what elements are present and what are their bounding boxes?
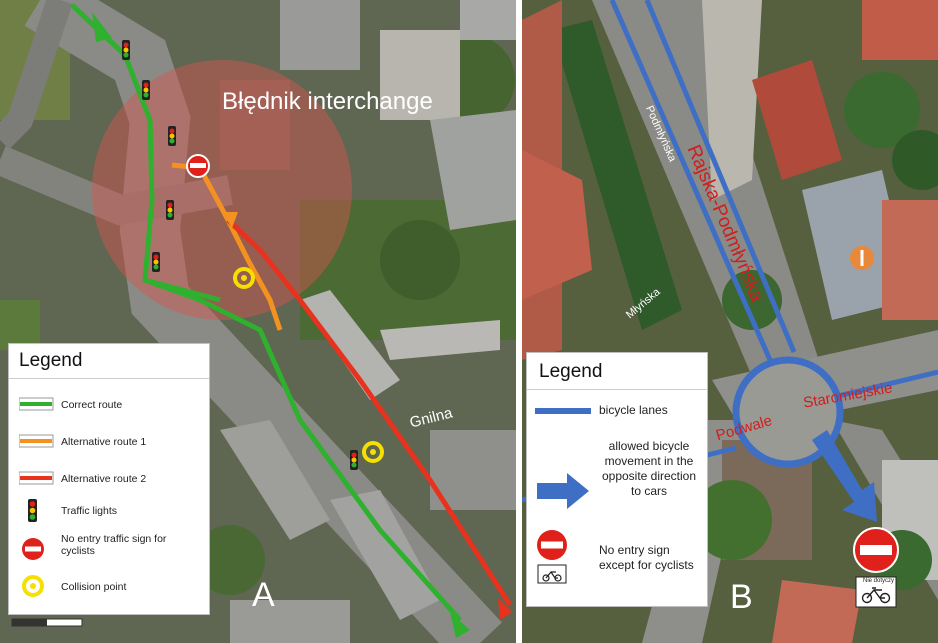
legend-label: Collision point bbox=[61, 581, 127, 593]
legend-item-traffic-lights: Traffic lights bbox=[9, 496, 209, 526]
traffic-light-icon bbox=[152, 252, 160, 272]
traffic-light-icon bbox=[122, 40, 130, 60]
panel-letter-b: B bbox=[730, 578, 753, 616]
bicycle-icon bbox=[861, 587, 891, 604]
bicycle-lane bbox=[609, 0, 773, 362]
legend-item-correct-route: Correct route bbox=[9, 390, 209, 420]
blue-line-icon bbox=[535, 408, 591, 414]
collision-point-icon bbox=[233, 267, 255, 289]
legend-item-collision-point: Collision point bbox=[9, 572, 209, 602]
aerial-map-a bbox=[0, 0, 516, 643]
legend-item-alternative-route-1: Alternative route 1 bbox=[9, 427, 209, 457]
legend-label: Alternative route 2 bbox=[61, 473, 147, 485]
legend-title: Legend bbox=[9, 344, 209, 379]
restaurant-pin-icon bbox=[850, 246, 874, 270]
no-entry-except-cyclists-icon bbox=[537, 530, 567, 584]
roundabout bbox=[732, 356, 844, 468]
legend-label: Correct route bbox=[61, 399, 123, 411]
legend-label: bicycle lanes bbox=[599, 403, 668, 417]
traffic-light-icon bbox=[28, 499, 37, 522]
sign-caption: Nie dotyczy bbox=[863, 578, 895, 584]
route-arrow-icon bbox=[450, 612, 470, 638]
bicycle-lane bbox=[644, 0, 797, 353]
legend-a: Legend Correct route Alternative route 1… bbox=[8, 343, 210, 615]
legend-label: No entry traffic sign for cyclists bbox=[61, 533, 167, 557]
route-arrow-icon bbox=[222, 212, 238, 228]
orange-line-icon bbox=[19, 434, 54, 448]
map-panel-a[interactable]: Błędnik interchange Gnilna 30 m A Legend… bbox=[0, 0, 516, 643]
route-arrow-icon bbox=[498, 598, 512, 620]
no-entry-icon bbox=[22, 538, 44, 560]
legend-item-no-entry: No entry traffic sign for cyclists bbox=[9, 530, 209, 570]
no-entry-except-cyclists-icon bbox=[853, 527, 899, 608]
legend-label: allowed bicycle movement in the opposite… bbox=[601, 439, 697, 498]
legend-label: Traffic lights bbox=[61, 505, 118, 517]
traffic-light-icon bbox=[166, 200, 174, 220]
legend-item-alternative-route-2: Alternative route 2 bbox=[9, 464, 209, 494]
no-entry-icon bbox=[186, 154, 210, 178]
scale-label: 30 m bbox=[58, 620, 72, 626]
traffic-light-icon bbox=[168, 126, 176, 146]
alternative-route-2-line bbox=[226, 218, 513, 607]
correct-route-line bbox=[70, 3, 462, 622]
interchange-title: Błędnik interchange bbox=[222, 88, 433, 115]
panel-letter-a: A bbox=[252, 576, 275, 614]
traffic-light-icon bbox=[142, 80, 150, 100]
route-arrow-icon bbox=[92, 12, 112, 42]
blue-arrow-icon bbox=[812, 430, 877, 522]
collision-point-icon bbox=[362, 441, 384, 463]
collision-point-icon bbox=[22, 575, 44, 597]
legend-label: No entry sign except for cyclists bbox=[599, 543, 694, 572]
red-line-icon bbox=[19, 471, 54, 485]
bicycle-lane bbox=[837, 369, 938, 399]
legend-label: Alternative route 1 bbox=[61, 436, 147, 448]
green-line-icon bbox=[19, 397, 54, 411]
legend-title: Legend bbox=[527, 353, 707, 390]
blue-arrow-icon bbox=[537, 473, 589, 509]
legend-b: Legend bicycle lanes allowed bicycle mov… bbox=[526, 352, 708, 607]
traffic-light-icon bbox=[350, 450, 358, 470]
scale-bar bbox=[11, 618, 83, 627]
